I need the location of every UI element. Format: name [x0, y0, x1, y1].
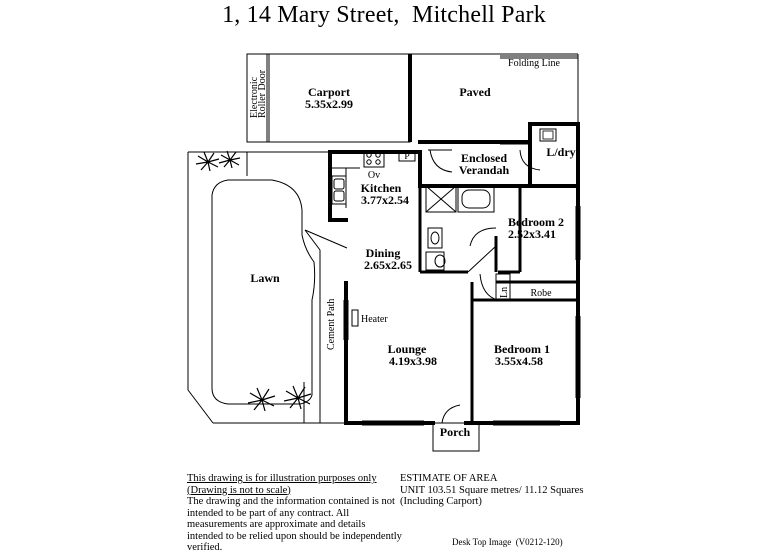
- cement-path-label: Cement Path: [326, 299, 337, 350]
- lounge-name: Lounge: [388, 342, 427, 356]
- room-labels: Carport 5.35x2.99 Paved Folding Line Ele…: [249, 58, 576, 439]
- bathroom-fixtures: [425, 185, 497, 273]
- carport-name: Carport: [308, 85, 350, 99]
- area-estimate: ESTIMATE OF AREA UNIT 103.51 Square metr…: [400, 473, 640, 508]
- lawn-area: [211, 179, 316, 405]
- page-title: 1, 14 Mary Street, Mitchell Park: [222, 2, 546, 28]
- roller-door-label-1: Electronic: [249, 76, 260, 118]
- folding-line: [500, 55, 578, 59]
- paved-label: Paved: [459, 85, 491, 99]
- house-walls: [328, 122, 580, 425]
- bedroom2-door: [479, 273, 499, 301]
- heater-label: Heater: [361, 314, 388, 325]
- heater-icon: [351, 309, 359, 327]
- shrub-icon: [195, 150, 312, 412]
- bedroom1-name: Bedroom 1: [494, 342, 550, 356]
- estimate-heading: ESTIMATE OF AREA: [400, 473, 498, 484]
- folding-line-label: Folding Line: [508, 58, 561, 69]
- dining-name: Dining: [366, 246, 401, 260]
- carport-dims: 5.35x2.99: [305, 97, 353, 111]
- disclaimer-line-2: (Drawing is not to scale): [187, 484, 291, 496]
- bedroom2-dims: 2.52x3.41: [508, 227, 556, 241]
- lawn-label: Lawn: [250, 271, 280, 285]
- estimate-note: (Including Carport): [400, 496, 482, 507]
- dining-dims: 2.65x2.65: [364, 258, 412, 272]
- linen-cupboard: [495, 273, 511, 301]
- laundry-trough: [539, 128, 557, 142]
- windows: [343, 206, 581, 426]
- carport: [246, 53, 412, 143]
- lounge-dims: 4.19x3.98: [389, 354, 437, 368]
- image-credit: Desk Top Image (V0212-120): [452, 537, 563, 547]
- verandah-door: [428, 143, 541, 173]
- laundry-label: L/dry: [546, 145, 575, 159]
- disclaimer-line-1: This drawing is for illustration purpose…: [187, 473, 377, 484]
- disclaimer: This drawing is for illustration purpose…: [187, 473, 402, 554]
- enclosed-label-1: Enclosed: [461, 151, 507, 165]
- porch: [432, 404, 480, 452]
- linen-label: Ln: [499, 287, 510, 298]
- pantry-label: P: [404, 151, 410, 162]
- kitchen-fixtures: [331, 150, 416, 208]
- estimate-unit: UNIT 103.51 Square metres/ 11.12 Squares: [400, 484, 584, 496]
- disclaimer-body: The drawing and the information containe…: [187, 496, 402, 553]
- porch-label: Porch: [440, 425, 471, 439]
- kitchen-name: Kitchen: [361, 181, 402, 195]
- bedroom1-dims: 3.55x4.58: [495, 354, 543, 368]
- oven-label: Ov: [368, 170, 380, 181]
- bedroom2-name: Bedroom 2: [508, 215, 564, 229]
- robe-label: Robe: [530, 288, 552, 299]
- enclosed-label-2: Verandah: [459, 163, 510, 177]
- kitchen-dims: 3.77x2.54: [361, 193, 409, 207]
- roller-door-label-2: Roller Door: [257, 69, 268, 118]
